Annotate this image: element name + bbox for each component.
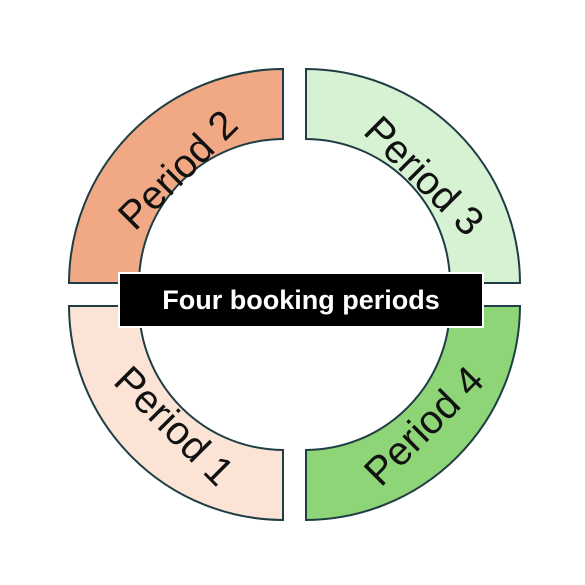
segment-period-2 <box>67 67 284 284</box>
segment-period-3 <box>305 67 522 284</box>
center-title: Four booking periods <box>162 284 440 315</box>
segment-period-1 <box>67 305 284 522</box>
segment-period-4 <box>305 305 522 522</box>
center-title-banner: Four booking periods <box>118 272 484 328</box>
